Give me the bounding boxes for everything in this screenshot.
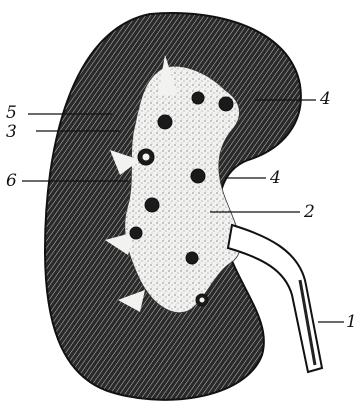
label-1: 1 <box>346 312 357 332</box>
label-4b: 4 <box>269 168 281 188</box>
label-2: 2 <box>303 202 315 222</box>
opening <box>186 252 198 264</box>
opening <box>219 97 233 111</box>
opening <box>191 169 205 183</box>
label-5: 5 <box>6 103 17 123</box>
label-4a: 4 <box>319 89 331 109</box>
opening <box>158 115 172 129</box>
label-6: 6 <box>6 171 17 191</box>
opening <box>130 227 142 239</box>
opening <box>192 92 204 104</box>
opening <box>145 198 159 212</box>
label-3: 3 <box>6 122 17 142</box>
